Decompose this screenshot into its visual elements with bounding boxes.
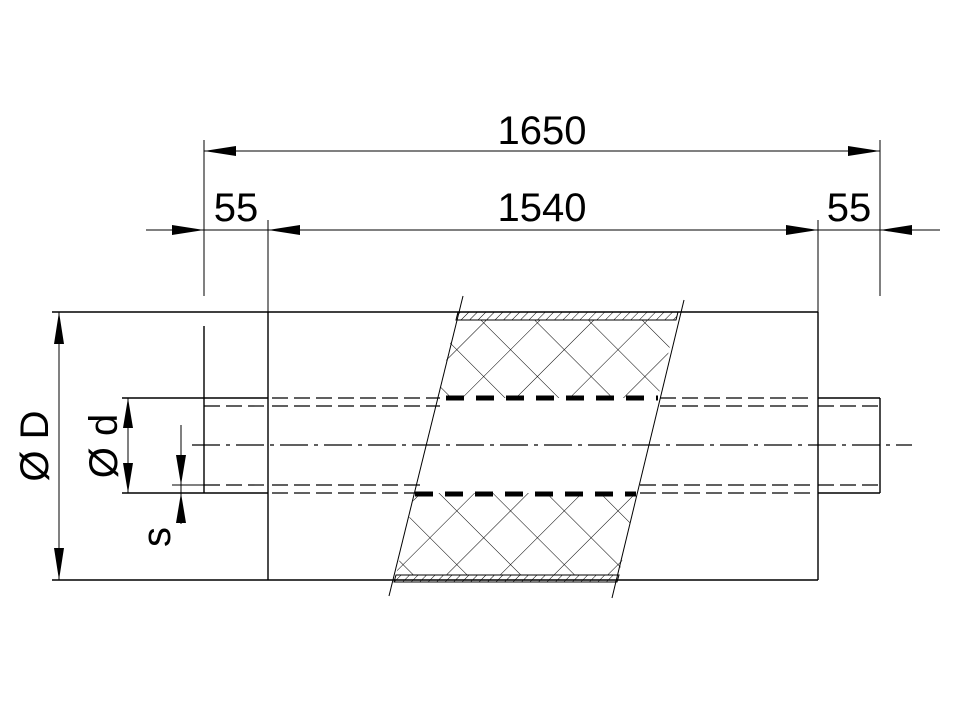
shell-wall-bottom	[393, 574, 620, 583]
arrowhead	[123, 463, 133, 493]
arrowhead	[786, 225, 818, 235]
arrowhead	[172, 225, 204, 235]
break-line-left	[388, 295, 464, 597]
pipe-stubs	[122, 326, 881, 494]
dimension-overall: 1650	[203, 109, 881, 296]
arrowhead	[848, 146, 880, 156]
dimension-label-end-right: 55	[827, 186, 872, 230]
insulation-bottom	[396, 493, 637, 575]
dimension-label-overall: 1650	[498, 109, 587, 153]
arrowhead	[176, 493, 186, 523]
dimension-label-outer-diameter: Ø D	[13, 410, 57, 481]
dimension-segments: 55 1540 55	[146, 186, 940, 312]
dimension-label-body: 1540	[498, 186, 587, 230]
arrowhead	[176, 455, 186, 485]
break-line-right	[611, 299, 685, 599]
inner-pipe-hidden	[272, 397, 814, 494]
insulation-top	[438, 320, 676, 398]
arrowhead	[268, 225, 300, 235]
arrowhead	[54, 548, 64, 580]
cutaway-section	[388, 295, 685, 599]
dimension-label-inner-diameter: Ø d	[82, 414, 126, 478]
dimension-label-end-left: 55	[214, 186, 259, 230]
dimension-label-wall-thickness: s	[135, 527, 179, 547]
arrowhead	[123, 398, 133, 428]
arrowhead	[54, 312, 64, 344]
shell-wall-top	[455, 311, 679, 321]
dimension-wall-thickness: s	[135, 425, 204, 547]
arrowhead	[880, 225, 912, 235]
dimension-outer-diameter: Ø D	[13, 312, 64, 580]
dimension-inner-diameter: Ø d	[82, 398, 133, 493]
arrowhead	[204, 146, 236, 156]
